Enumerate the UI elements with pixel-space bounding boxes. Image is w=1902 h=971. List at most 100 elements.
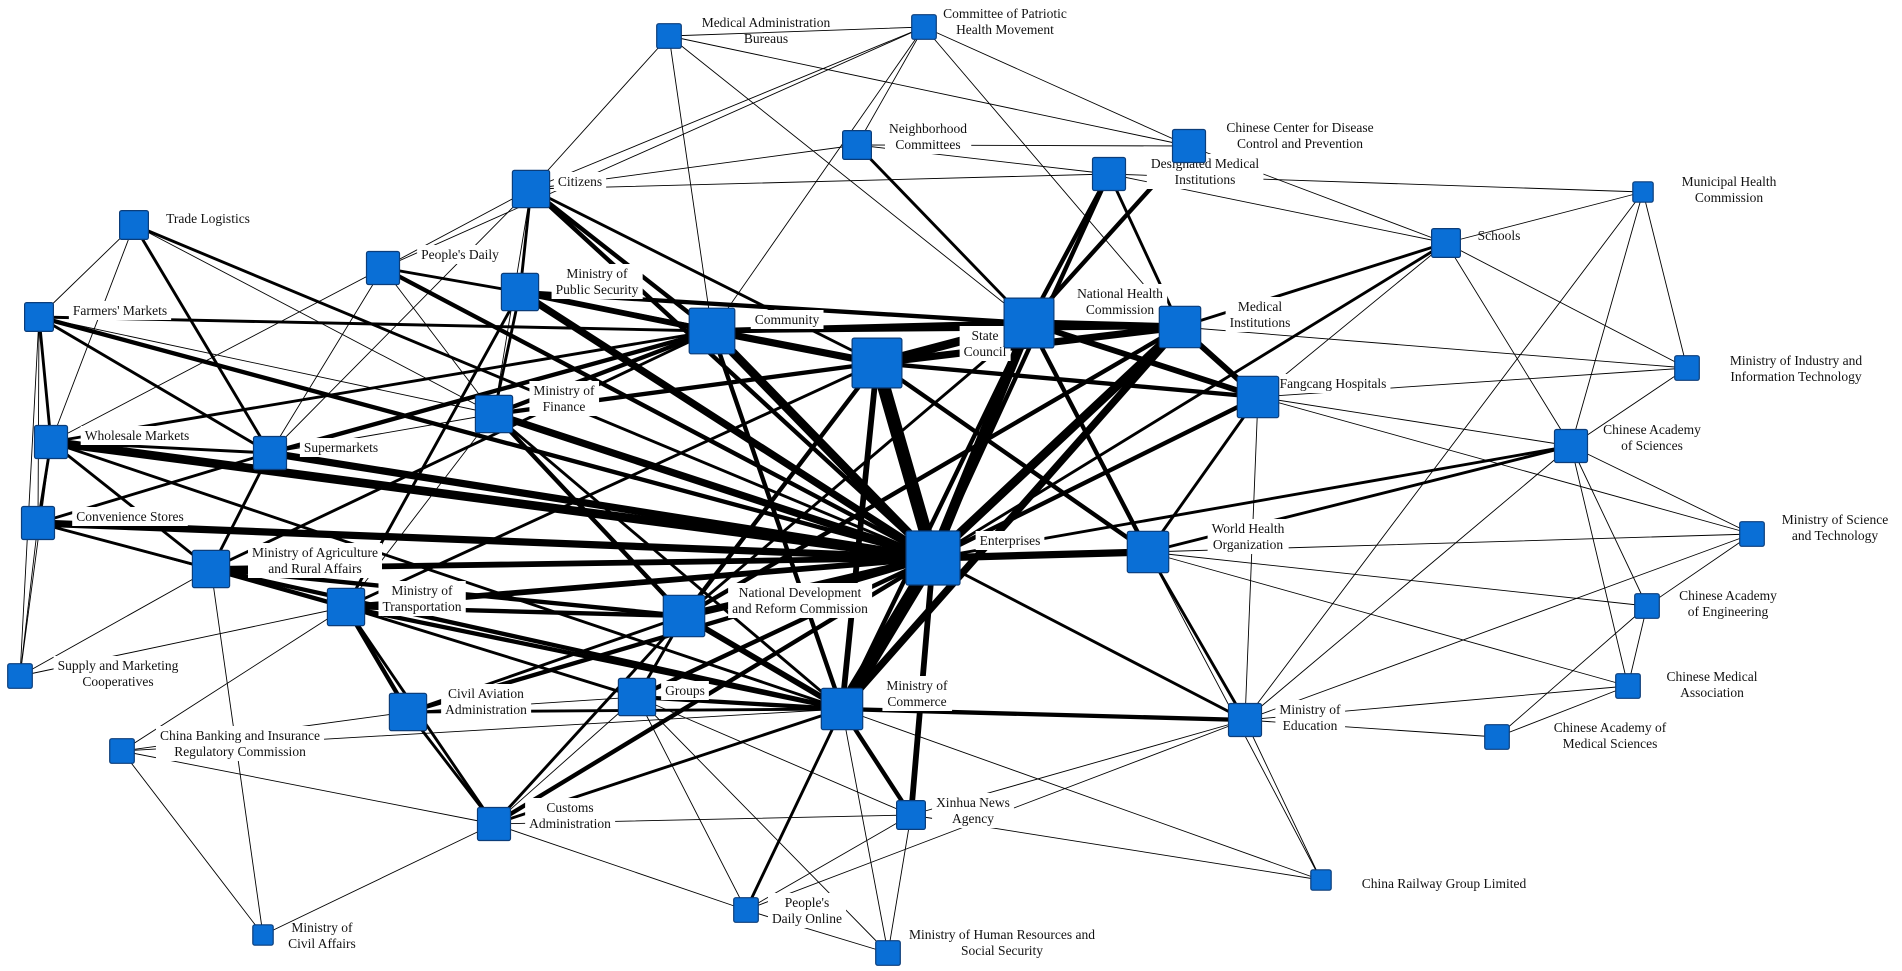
label-line: Municipal Health: [1682, 174, 1777, 189]
edge-trade-logistics-supermarkets: [132, 223, 272, 455]
edge-chinese-academy-of-sciences-chinese-academy-of-engineering: [1570, 445, 1648, 607]
node-medical-institutions[interactable]: [1158, 305, 1202, 349]
label-line: Ministry of Human Resources and: [909, 927, 1095, 942]
node-ministry-of-science-technology[interactable]: [1739, 521, 1765, 547]
node-chinese-academy-medical-sciences[interactable]: [1484, 724, 1510, 750]
node-trade-logistics[interactable]: [118, 210, 149, 241]
node-ministry-of-transportation[interactable]: [326, 587, 366, 627]
edge-community-medical-institutions: [709, 324, 1183, 334]
edge-groups-customs-administration: [493, 696, 638, 825]
label-background: [728, 583, 873, 618]
node-farmers-markets[interactable]: [24, 302, 54, 333]
edge-fangcang-hospitals-schools: [1257, 242, 1447, 398]
node-supermarkets[interactable]: [252, 435, 288, 471]
label-line: Transportation: [382, 599, 461, 614]
node-label-text: Schools: [1478, 228, 1521, 243]
node-chinese-medical-association[interactable]: [1615, 673, 1641, 699]
edge-trade-logistics-farmers-markets: [38, 224, 135, 318]
node-designated-medical-institutions[interactable]: [1091, 156, 1127, 192]
node-citizens[interactable]: [511, 169, 551, 209]
edge-chinese-academy-of-sciences-chinese-medical-association: [1570, 445, 1629, 687]
label-community: Community: [750, 310, 824, 329]
label-line: Enterprises: [980, 533, 1041, 548]
node-neighborhood-committees[interactable]: [841, 130, 872, 161]
label-background: [1275, 374, 1391, 393]
label-line: People's: [785, 895, 829, 910]
node-committee-patriotic-health[interactable]: [911, 14, 937, 40]
edge-medical-institutions-ministry-of-commerce: [838, 323, 1184, 713]
node-ministry-of-industry-it[interactable]: [1674, 355, 1700, 381]
node-enterprises[interactable]: [905, 530, 961, 586]
node-community[interactable]: [688, 307, 736, 355]
node-municipal-health-commission[interactable]: [1632, 181, 1654, 203]
label-line: Chinese Medical: [1666, 669, 1757, 684]
node-ministry-of-commerce[interactable]: [820, 687, 864, 731]
label-line: Association: [1680, 685, 1744, 700]
node-ndrc[interactable]: [662, 594, 706, 638]
node-civil-aviation-administration[interactable]: [388, 692, 428, 732]
node-china-railway-group[interactable]: [1310, 869, 1332, 891]
label-schools: Schools: [1478, 228, 1521, 243]
node-peoples-daily[interactable]: [365, 250, 401, 286]
label-line: Organization: [1213, 537, 1283, 552]
node-national-health-commission[interactable]: [1003, 297, 1055, 349]
node-customs-administration[interactable]: [476, 806, 512, 842]
label-line: Ministry of Science: [1782, 512, 1888, 527]
node-world-health-organization[interactable]: [1126, 530, 1170, 574]
label-line: People's Daily: [421, 247, 499, 262]
node-xinhua-news-agency[interactable]: [895, 799, 926, 830]
edge-community-ministry-of-agriculture: [209, 329, 714, 571]
node-ministry-of-agriculture[interactable]: [191, 549, 231, 589]
edge-ministry-of-hrss-groups: [636, 696, 889, 954]
edge-enterprises-designated-medical-institutions: [930, 171, 1112, 561]
node-state-council[interactable]: [851, 337, 903, 389]
edge-committee-patriotic-health-citizens: [530, 26, 925, 190]
edge-community-supermarkets: [267, 328, 715, 456]
node-ministry-of-public-security[interactable]: [500, 272, 540, 312]
node-chinese-academy-of-sciences[interactable]: [1553, 428, 1589, 464]
label-background: [1275, 700, 1346, 735]
node-peoples-daily-online[interactable]: [733, 897, 759, 923]
node-chinese-cdc[interactable]: [1171, 128, 1207, 164]
node-fangcang-hospitals[interactable]: [1236, 375, 1280, 419]
node-medical-administration-bureaus[interactable]: [656, 23, 682, 49]
label-line: Finance: [543, 399, 586, 414]
edge-ministry-of-commerce-peoples-daily-online: [744, 707, 844, 912]
edge-fangcang-hospitals-chinese-academy-of-sciences: [1257, 396, 1572, 447]
label-farmers-markets: Farmers' Markets: [68, 301, 172, 320]
node-ministry-of-finance[interactable]: [474, 394, 514, 434]
node-ministry-of-civil-affairs[interactable]: [252, 924, 274, 946]
label-line: and Rural Affairs: [268, 561, 361, 576]
node-ministry-of-education[interactable]: [1227, 702, 1263, 738]
node-ministry-of-hrss[interactable]: [875, 940, 901, 966]
node-supply-marketing-cooperatives[interactable]: [7, 663, 33, 689]
node-cbirc[interactable]: [109, 738, 135, 764]
node-convenience-stores[interactable]: [20, 505, 56, 541]
edge-ministry-of-science-technology-chinese-academy-of-engineering: [1646, 533, 1753, 607]
label-line: Community: [755, 312, 820, 327]
node-schools[interactable]: [1430, 228, 1461, 259]
edge-ministry-of-education-china-railway-group: [1244, 719, 1322, 881]
node-label-text: Trade Logistics: [166, 211, 250, 226]
node-chinese-academy-of-engineering[interactable]: [1634, 593, 1660, 619]
edge-world-health-organization-chinese-medical-association: [1147, 551, 1629, 687]
edge-schools-ministry-of-industry-it: [1445, 242, 1688, 369]
label-background: [932, 793, 1014, 828]
label-line: China Railway Group Limited: [1362, 876, 1527, 891]
edge-farmers-markets-ministry-of-finance: [38, 316, 495, 415]
node-wholesale-markets[interactable]: [33, 424, 69, 460]
node-groups[interactable]: [617, 677, 657, 717]
edge-customs-administration-ministry-of-civil-affairs: [262, 823, 495, 936]
